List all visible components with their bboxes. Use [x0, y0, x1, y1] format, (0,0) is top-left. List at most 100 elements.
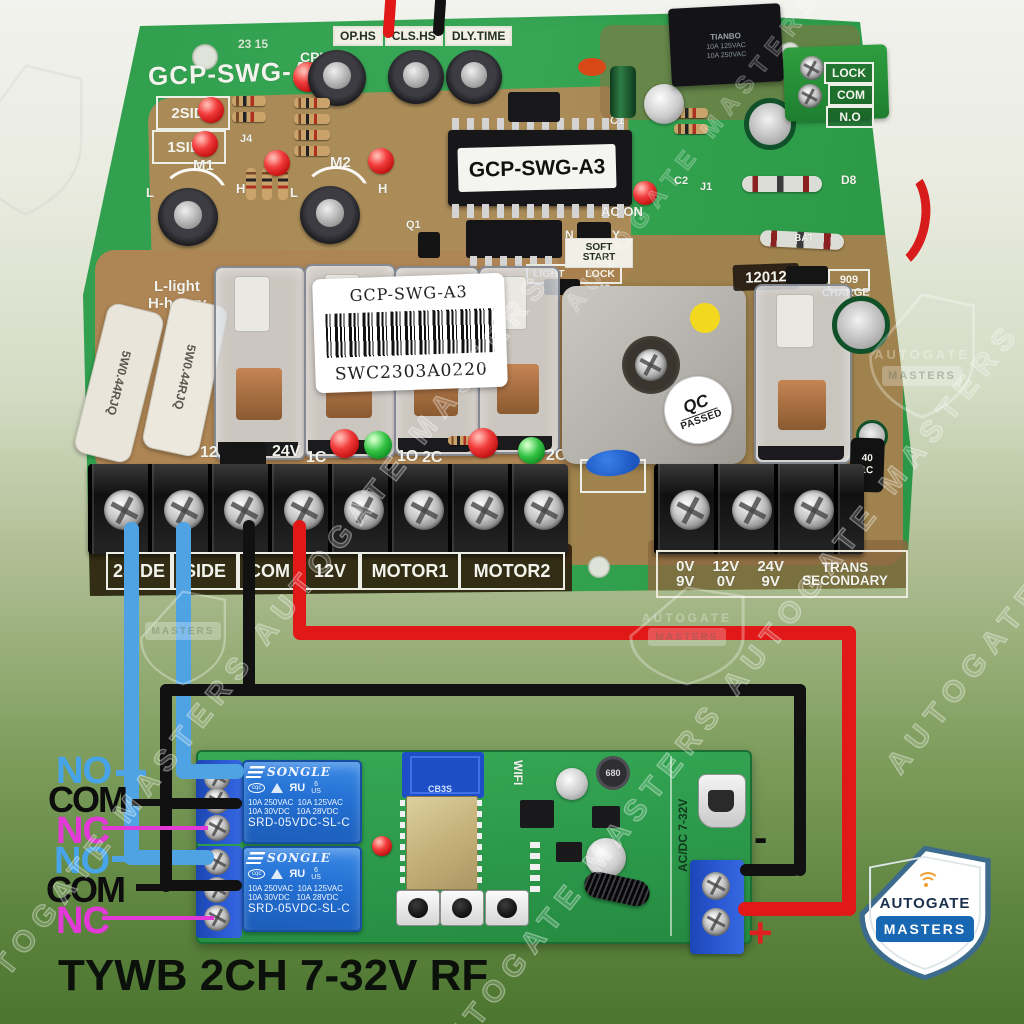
no-term-label: N.O — [839, 110, 861, 124]
lock-terminal-screw — [800, 56, 824, 80]
terminal-screw — [732, 490, 772, 530]
m1-arc — [160, 168, 228, 198]
relay-brand: TIANBO — [709, 30, 742, 42]
com-wire-black — [160, 684, 172, 892]
dip-ic — [466, 220, 562, 258]
relay-brand-text: SONGLE — [267, 851, 331, 865]
orange-capacitor — [578, 58, 606, 76]
dip-ic-pins — [470, 256, 558, 266]
relay-part-number: SRD-05VDC-SL-C — [248, 903, 351, 915]
power-rating-label: AC/DC 7-32V — [676, 798, 690, 872]
module-button-1 — [396, 890, 440, 926]
eprom-pins — [452, 204, 628, 218]
led-2c-label: 2C — [422, 449, 443, 466]
jumper-block — [577, 222, 611, 242]
terminal-screw — [404, 490, 444, 530]
watermark-shield: AUTOGATE MASTERS — [866, 290, 978, 422]
shield-outline-icon — [629, 586, 745, 686]
12v-wire-red — [293, 520, 306, 638]
trans-col-9v: 9V — [676, 573, 695, 590]
terminal-screw — [344, 490, 384, 530]
module-button-2 — [440, 890, 484, 926]
ul-mark: ЯU — [289, 782, 306, 794]
led-1c-label: 1C — [306, 449, 327, 466]
op-hs-trimpot — [308, 50, 366, 106]
trimmer-cap — [644, 84, 684, 124]
eprom-pins — [452, 118, 628, 132]
ce-mark-icon — [271, 783, 284, 793]
watermark-shield — [0, 60, 86, 220]
module-section-divider — [670, 756, 672, 936]
transistor — [418, 232, 440, 258]
wifi-arc — [920, 877, 936, 893]
lock-term-label: LOCK — [832, 66, 866, 80]
logo-shield-icon — [859, 845, 991, 981]
ch2-nc-label: NC — [56, 900, 110, 942]
m1-high-label: H — [236, 181, 246, 196]
j1-label: J1 — [700, 181, 713, 193]
12v-wire-red — [293, 626, 856, 640]
v24-label: 24V — [272, 443, 301, 460]
jumper-y-label: Y — [612, 228, 621, 242]
plus-wire-red — [842, 626, 856, 916]
module-button-3 — [485, 890, 529, 926]
c1-label: C1 — [610, 115, 625, 127]
terminal-text: 12V — [313, 561, 347, 581]
watermark-brand: AUTOGATE — [636, 610, 738, 626]
relay-brand-text: SONGLE — [267, 765, 331, 779]
watermark-brand: AUTOGATE — [870, 346, 974, 362]
l-light-label: L-light — [154, 278, 200, 295]
wifi-dot — [924, 883, 928, 887]
nc1-wire-magenta — [102, 826, 208, 830]
autogate-masters-logo: AUTOGATE MASTERS — [858, 845, 992, 981]
ch1-no-label: NO — [56, 750, 112, 792]
led-1o — [364, 431, 392, 459]
c2-label: C2 — [674, 175, 689, 187]
logo-brand-row: AUTOGATE — [866, 894, 984, 912]
small-ic — [508, 92, 560, 122]
led-2c — [468, 428, 498, 458]
com-term-label: COM — [837, 88, 865, 102]
wifi-silk-label: WIFI — [511, 760, 525, 786]
resistor — [232, 112, 266, 122]
led-2o — [518, 437, 545, 464]
soft-label: SOFT — [585, 242, 613, 253]
lock-terminal-screw — [798, 84, 822, 108]
com2-wire-black — [164, 880, 242, 891]
watermark-masters-box: MASTERS — [145, 622, 221, 640]
relay-armature — [776, 294, 814, 348]
watermark-shield: AUTOGATE MASTERS — [626, 584, 748, 688]
code-909: 909 — [839, 273, 859, 286]
relay-coil — [778, 380, 826, 430]
minus-symbol: - — [754, 816, 768, 860]
inductor-value: 680 — [605, 768, 621, 778]
trans-col-9v2: 9V — [761, 573, 780, 590]
lock-label-box: LOCK — [824, 62, 874, 84]
eprom-label: GCP-SWG-A3 — [457, 143, 617, 193]
cert-6: 6 — [314, 781, 319, 788]
resistor — [294, 146, 330, 156]
relay-rating-2: 10A 30VDC 10A 28VDC — [248, 893, 339, 902]
soft-start-box: SOFT START — [565, 238, 633, 268]
songle-relay-2: SONGLE cqc ЯU 6 US 10A 250VAC 10A 125VAC… — [242, 846, 362, 932]
resistor — [262, 168, 272, 200]
songle-logo-icon — [245, 852, 266, 864]
clear-relay — [214, 266, 306, 460]
logo-autogate: AUTOGATE — [879, 894, 971, 912]
com2-dash — [136, 884, 174, 891]
lock-label: LOCK — [585, 267, 615, 280]
dly-time-label: DLY.TIME — [444, 26, 513, 46]
watermark-autogate: AUTOGATE — [641, 611, 733, 625]
minus-wire-black — [794, 684, 806, 876]
shield-outline-icon — [869, 293, 975, 419]
ceramic-resistor-value: 5W0.44RJQ — [104, 349, 134, 417]
logo-wifi-icon — [912, 872, 940, 890]
ce-mark-icon — [271, 869, 284, 879]
songle-relay-1: SONGLE cqc ЯU 6 US 10A 250VAC 10A 125VAC… — [242, 760, 362, 844]
trans-col-24v: 24V — [757, 558, 785, 575]
status-led — [264, 150, 290, 176]
power-minus-screw — [702, 872, 730, 900]
trans-col-12v: 12V — [712, 558, 740, 575]
led-1c — [330, 429, 359, 458]
plus-symbol: + — [748, 909, 773, 956]
